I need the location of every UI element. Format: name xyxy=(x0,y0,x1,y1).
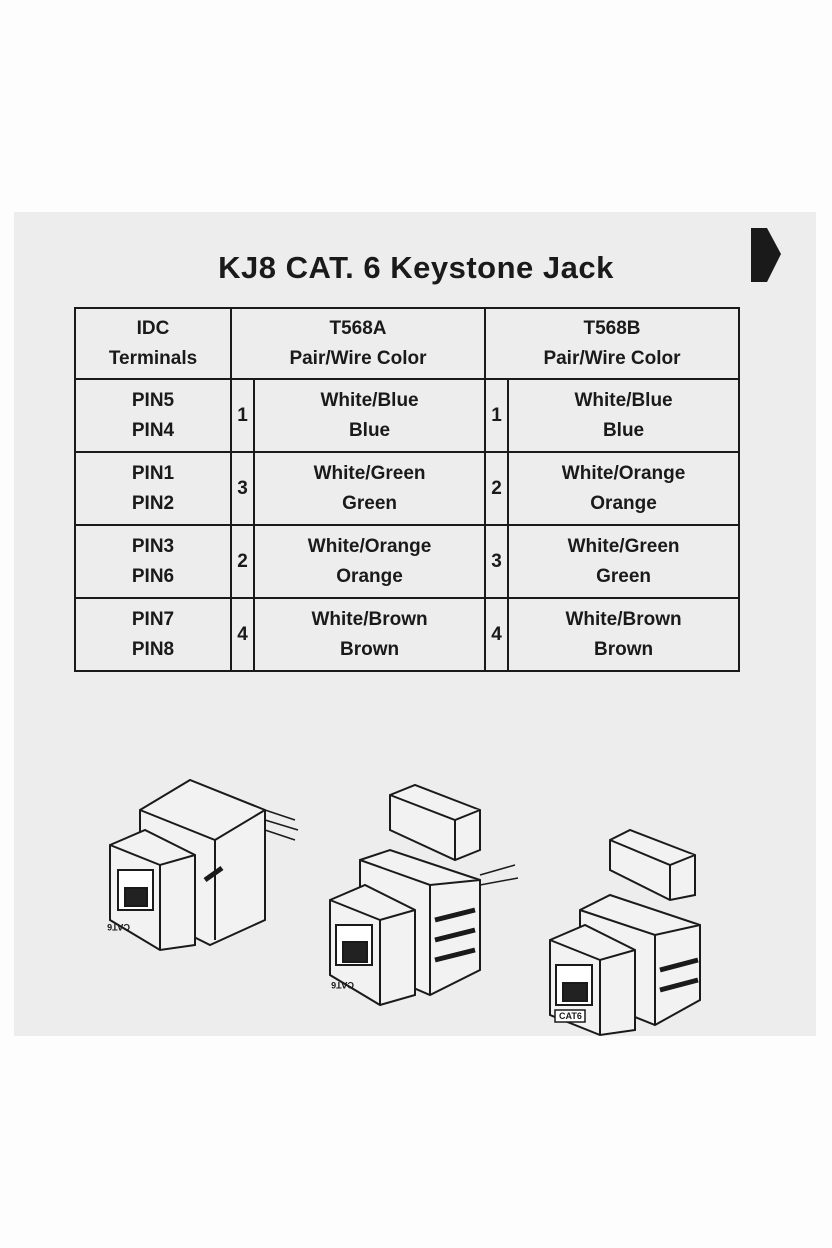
pin-label: PIN6 xyxy=(131,565,175,587)
keystone-jack-illustrations: CAT6 CAT6 CAT6 xyxy=(107,778,701,1037)
wire-color: Brown xyxy=(593,638,654,660)
wiring-table: IDC Terminals T568A Pair/Wire Color T568B P… xyxy=(74,307,741,672)
pin-label: PIN8 xyxy=(131,638,175,660)
t568b-pair-number: 3 xyxy=(483,524,510,599)
jack-label: CAT6 xyxy=(331,980,354,990)
wire-color: Green xyxy=(596,565,651,587)
wire-color: White/Green xyxy=(567,535,680,557)
wire-color: White/Orange xyxy=(307,535,432,557)
pin-label: PIN5 xyxy=(131,389,175,411)
header-t568b: T568B Pair/Wire Color xyxy=(483,307,741,380)
wire-color: Brown xyxy=(339,638,400,660)
wire-color: Orange xyxy=(590,492,657,514)
jack-label: CAT6 xyxy=(107,922,130,932)
header-text: Pair/Wire Color xyxy=(543,347,681,369)
t568b-pair-number: 4 xyxy=(483,597,510,672)
header-idc: IDC Terminals xyxy=(74,307,232,380)
wire-color: Orange xyxy=(336,565,403,587)
wire-color: Green xyxy=(342,492,397,514)
t568a-pair-number: 4 xyxy=(229,597,256,672)
page-title: KJ8 CAT. 6 Keystone Jack xyxy=(218,250,614,285)
t568a-pair-number: 1 xyxy=(229,378,256,453)
pin-label: PIN7 xyxy=(131,608,175,630)
t568b-pair-number: 1 xyxy=(483,378,510,453)
wire-color: White/Orange xyxy=(561,462,686,484)
closing-jack-drawing: CAT6 xyxy=(549,828,701,1037)
wire-color: White/Blue xyxy=(320,389,419,411)
t568a-pair-number: 2 xyxy=(229,524,256,599)
wire-color: White/Green xyxy=(313,462,426,484)
next-arrow-icon xyxy=(751,228,781,282)
header-t568a: T568A Pair/Wire Color xyxy=(230,307,486,380)
wire-color: Blue xyxy=(602,419,645,441)
wire-color: White/Blue xyxy=(574,389,673,411)
header-text: T568A xyxy=(329,317,387,339)
pin-label: PIN3 xyxy=(131,535,175,557)
wire-color: White/Brown xyxy=(565,608,682,630)
pin-label: PIN2 xyxy=(131,492,175,514)
t568b-pair-number: 2 xyxy=(483,451,510,526)
pin-label: PIN1 xyxy=(131,462,175,484)
table-header-row: IDC Terminals T568A Pair/Wire Color T568B P… xyxy=(74,307,741,380)
exploded-jack-drawing: CAT6 xyxy=(329,783,519,1007)
assembled-jack-drawing: CAT6 xyxy=(107,778,299,952)
header-text: Pair/Wire Color xyxy=(289,347,427,369)
wire-color: White/Brown xyxy=(311,608,428,630)
header-text: Terminals xyxy=(108,347,198,369)
wire-color: Blue xyxy=(348,419,391,441)
header-text: IDC xyxy=(136,317,170,339)
t568a-pair-number: 3 xyxy=(229,451,256,526)
jack-label: CAT6 xyxy=(559,1011,582,1021)
header-text: T568B xyxy=(583,317,641,339)
pin-label: PIN4 xyxy=(131,419,175,441)
